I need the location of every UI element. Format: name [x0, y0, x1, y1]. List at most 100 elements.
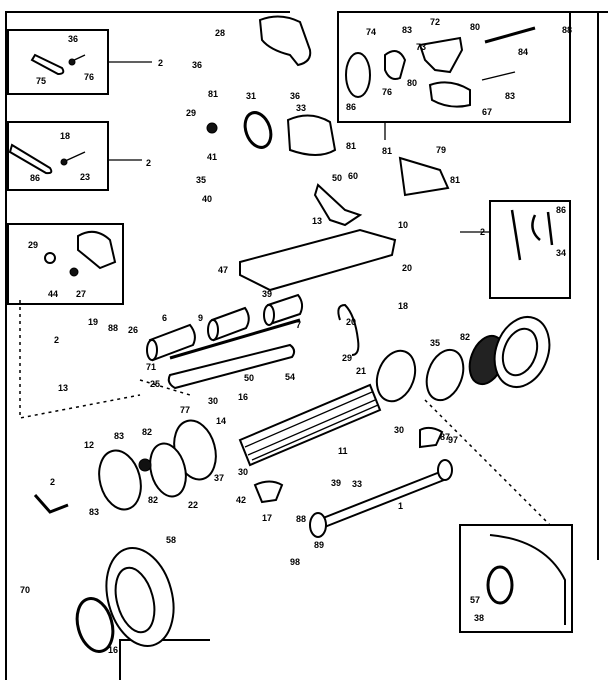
- callout-label: 11: [338, 446, 348, 456]
- callout-label: 73: [416, 42, 426, 52]
- callout-label: 80: [470, 22, 480, 32]
- callout-label: 29: [28, 240, 38, 250]
- callout-label: 21: [356, 366, 366, 376]
- callout-label: 82: [148, 495, 158, 505]
- callout-label: 13: [58, 383, 68, 393]
- pulley-part: [345, 52, 371, 98]
- callout-label: 20: [346, 317, 356, 327]
- roller-parts: [146, 293, 304, 362]
- callout-label: 80: [407, 78, 417, 88]
- callout-label: 12: [84, 440, 94, 450]
- callout-label: 19: [88, 317, 98, 327]
- callout-label: 18: [60, 131, 70, 141]
- callout-label: 75: [36, 76, 46, 86]
- callout-label: 47: [218, 265, 228, 275]
- callout-label: 29: [342, 353, 352, 363]
- callout-label: 74: [366, 27, 376, 37]
- callout-label: 58: [166, 535, 176, 545]
- callout-label: 84: [518, 47, 528, 57]
- callout-label: 76: [84, 72, 94, 82]
- callout-label: 30: [394, 425, 404, 435]
- callout-label: 2: [146, 158, 151, 168]
- callout-label: 40: [202, 194, 212, 204]
- callout-label: 34: [556, 248, 566, 258]
- callout-label: 86: [556, 205, 566, 215]
- belt-ring-part: [243, 111, 273, 149]
- callout-label: 30: [238, 467, 248, 477]
- callout-label: 83: [505, 91, 515, 101]
- callout-label: 6: [162, 313, 167, 323]
- callout-label: 71: [146, 362, 156, 372]
- callout-label: 1: [398, 501, 403, 511]
- callout-label: 81: [382, 146, 392, 156]
- left-hub-part: [98, 449, 142, 511]
- callout-label: 81: [346, 141, 356, 151]
- cover-part: [258, 15, 312, 67]
- callout-label: 97: [448, 435, 458, 445]
- callout-label: 30: [208, 396, 218, 406]
- handle-bracket-part: [30, 53, 86, 76]
- callout-label: 36: [68, 34, 78, 44]
- callout-label: 18: [398, 301, 408, 311]
- callout-label: 54: [285, 372, 295, 382]
- callout-label: 83: [89, 507, 99, 517]
- callout-label: 2: [158, 58, 163, 68]
- deck-plate-part: [239, 228, 397, 292]
- callout-label: 76: [382, 87, 392, 97]
- drive-belt-part: [337, 303, 360, 356]
- callout-label: 60: [348, 171, 358, 181]
- callout-label: 70: [20, 585, 30, 595]
- gear-cluster-part: [286, 114, 337, 156]
- callout-label: 13: [312, 216, 322, 226]
- callout-label: 86: [30, 173, 40, 183]
- gear-plate-part: [375, 349, 417, 403]
- inset-box-2: [7, 121, 109, 191]
- bedknife-bar-part: [167, 343, 296, 390]
- callout-label: 23: [80, 172, 90, 182]
- callout-label: 82: [142, 427, 152, 437]
- callout-label: 16: [108, 645, 118, 655]
- callout-label: 27: [76, 289, 86, 299]
- callout-label: 83: [114, 431, 124, 441]
- callout-label: 14: [216, 416, 226, 426]
- hubcap-part: [75, 597, 115, 653]
- height-adjuster-part: [44, 230, 117, 277]
- callout-label: 50: [244, 373, 254, 383]
- callout-label: 41: [207, 152, 217, 162]
- callout-label: 37: [214, 473, 224, 483]
- callout-label: 39: [331, 478, 341, 488]
- callout-label: 25: [150, 379, 160, 389]
- callout-label: 7: [296, 320, 301, 330]
- callout-label: 31: [246, 91, 256, 101]
- callout-label: 39: [262, 289, 272, 299]
- callout-label: 33: [352, 479, 362, 489]
- callout-label: 38: [474, 613, 484, 623]
- callout-label: 77: [180, 405, 190, 415]
- callout-label: 81: [450, 175, 460, 185]
- callout-label: 35: [430, 338, 440, 348]
- callout-label: 88: [562, 25, 572, 35]
- callout-label: 16: [238, 392, 248, 402]
- inset-box-right: [489, 200, 571, 299]
- callout-label: 72: [430, 17, 440, 27]
- callout-label: 67: [482, 107, 492, 117]
- callout-label: 36: [290, 91, 300, 101]
- left-gear-part: [149, 442, 187, 498]
- callout-label: 98: [290, 557, 300, 567]
- callout-label: 88: [296, 514, 306, 524]
- callout-label: 33: [296, 103, 306, 113]
- callout-label: 9: [198, 313, 203, 323]
- drive-hub-part: [425, 348, 465, 402]
- reel-part: [238, 383, 382, 467]
- callout-label: 83: [402, 25, 412, 35]
- callout-label: 35: [196, 175, 206, 185]
- callout-label: 2: [54, 335, 59, 345]
- callout-label: 88: [108, 323, 118, 333]
- callout-label: 86: [346, 102, 356, 112]
- callout-label: 42: [236, 495, 246, 505]
- bracket-part: [313, 183, 363, 227]
- callout-label: 26: [128, 325, 138, 335]
- callout-label: 29: [186, 108, 196, 118]
